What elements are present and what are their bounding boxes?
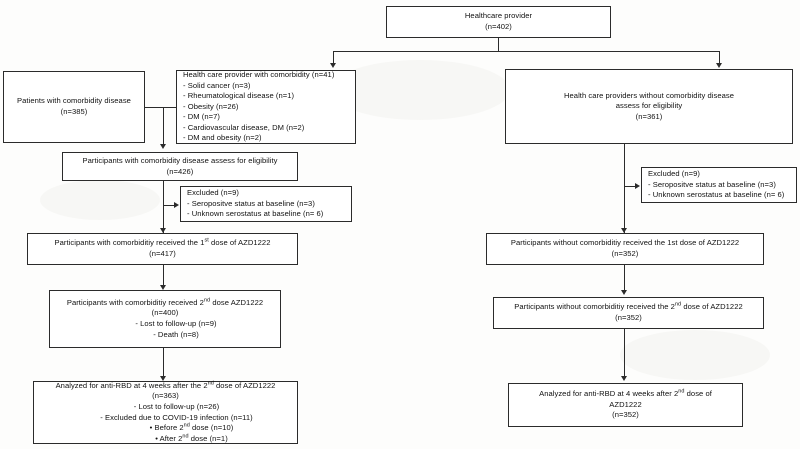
arrow-to-excluded-right [635, 182, 640, 189]
node-right-analyzed-count: (n=352) [612, 410, 639, 420]
connector-hcplist-to-stem [163, 107, 177, 108]
node-participants-eligibility-count: (n=426) [166, 166, 194, 176]
node-hcp-without-comorbidity-count: (n=361) [635, 111, 663, 121]
node-excluded-right-heading: Excluded (n=9) [648, 169, 700, 179]
node-hcp-with-comorbidity-item: - Cardiovascular disease, DM (n=2) [183, 122, 305, 132]
arrow-to-left-first-dose [159, 228, 166, 233]
node-right-first-dose-count: (n=352) [611, 249, 639, 258]
scan-artifact [330, 60, 510, 120]
node-right-second-dose-count: (n=352) [615, 313, 642, 322]
node-excluded-right-item: - Unknown serostatus at baseline (n= 6) [648, 190, 785, 200]
node-left-analyzed: Analyzed for anti-RBD at 4 weeks after t… [33, 380, 298, 444]
node-patients-with-comorbidity: Patients with comorbidity disease (n=385… [3, 71, 145, 143]
connector-left-excluded-branch [163, 205, 175, 206]
node-excluded-left-item: - Unknown serostatus at baseline (n= 6) [187, 209, 324, 219]
node-hcp-with-comorbidity-item: - DM and obesity (n=2) [183, 133, 262, 143]
node-healthcare-provider-line1: Healthcare provider [464, 11, 533, 21]
connector-top-right-drop [719, 51, 720, 65]
node-left-analyzed-line1: Analyzed for anti-RBD at 4 weeks after t… [55, 380, 276, 390]
node-hcp-with-comorbidity-item: - Obesity (n=26) [183, 101, 239, 111]
node-right-first-dose-line1: Participants without comorbiditiy receiv… [510, 238, 740, 248]
node-left-analyzed-count: (n=363) [152, 391, 179, 401]
connector-top-stem [498, 38, 499, 51]
node-hcp-without-comorbidity-line2: assess for eligibility [615, 101, 683, 111]
arrow-to-hcp-without-comorbidity [715, 63, 722, 68]
node-excluded-right: Excluded (n=9) - Seropositve status at b… [641, 167, 797, 203]
node-patients-with-comorbidity-line1: Patients with comorbidity disease [17, 96, 131, 106]
node-right-analyzed-line2: AZD1222 [609, 399, 642, 409]
scan-artifact [40, 180, 160, 220]
node-right-second-dose: Participants without comorbiditiy receiv… [493, 297, 764, 329]
node-excluded-left-heading: Excluded (n=9) [187, 188, 239, 198]
node-excluded-left-item: - Seropositve status at baseline (n=3) [187, 198, 315, 208]
connector-top-left-drop [333, 51, 334, 65]
node-left-analyzed-subitem: • After 2nd dose (n=1) [155, 433, 228, 443]
arrow-to-right-analyzed [620, 376, 627, 381]
connector-right-second-to-analyzed [624, 329, 625, 379]
node-hcp-with-comorbidity-item: - Solid cancer (n=3) [183, 80, 251, 90]
arrow-to-hcp-with-comorbidity [329, 63, 336, 68]
connector-right-top-stem [624, 144, 625, 233]
node-participants-comorbidity-eligibility: Participants with comorbidity disease as… [62, 152, 298, 181]
node-right-analyzed: Analyzed for anti-RBD at 4 weeks after 2… [508, 383, 743, 427]
node-left-first-dose-line1: Participants with comorbiditiy received … [54, 237, 271, 248]
node-left-second-dose-item: - Death (n=8) [153, 329, 199, 339]
scan-artifact [620, 330, 770, 380]
arrow-to-eligibility [159, 144, 166, 149]
node-left-analyzed-item: - Lost to follow-up (n=26) [133, 401, 220, 411]
node-excluded-right-item: - Seropositve status at baseline (n=3) [648, 179, 776, 189]
arrow-to-left-analyzed [159, 376, 166, 381]
node-left-second-dose-count: (n=400) [151, 308, 179, 318]
connector-merge-stem [163, 107, 164, 145]
connector-top-split [333, 51, 719, 52]
node-left-second-dose-item: - Lost to follow-up (n=9) [135, 319, 217, 328]
connector-right-excluded-branch [624, 186, 636, 187]
arrow-to-right-first-dose [620, 228, 627, 233]
arrow-to-left-second-dose [159, 285, 166, 290]
node-left-analyzed-subitem: • Before 2nd dose (n=10) [149, 422, 234, 433]
node-healthcare-provider-count: (n=402) [485, 22, 512, 31]
connector-left-second-to-analyzed [163, 348, 164, 379]
arrow-to-right-second-dose [620, 290, 627, 295]
arrow-to-excluded-left [174, 201, 179, 208]
node-healthcare-provider: Healthcare provider (n=402) [386, 6, 611, 38]
connector-left-first-to-second [163, 265, 164, 288]
node-right-second-dose-line1: Participants without comorbiditiy receiv… [514, 301, 743, 312]
node-hcp-with-comorbidity-item: - DM (n=7) [183, 112, 220, 122]
node-right-analyzed-line1: Analyzed for anti-RBD at 4 weeks after 2… [539, 388, 712, 399]
connector-left-eligibility-stem [163, 181, 164, 233]
node-left-second-dose-line1: Participants with comorbiditiy received … [66, 297, 264, 307]
node-left-second-dose: Participants with comorbiditiy received … [49, 290, 281, 348]
node-hcp-with-comorbidity-item: - Rheumatological disease (n=1) [183, 91, 295, 101]
node-patients-with-comorbidity-count: (n=385) [60, 107, 88, 116]
node-right-first-dose: Participants without comorbiditiy receiv… [486, 233, 764, 265]
node-left-first-dose-count: (n=417) [149, 249, 176, 258]
connector-right-first-to-second [624, 265, 625, 293]
node-hcp-with-comorbidity: Health care provider with comorbidity (n… [176, 70, 356, 144]
connector-patients-to-stem [145, 107, 164, 108]
node-excluded-left: Excluded (n=9) - Seropositve status at b… [180, 186, 352, 222]
node-left-first-dose: Participants with comorbiditiy received … [27, 233, 298, 265]
node-hcp-without-comorbidity: Health care providers without comorbidit… [505, 69, 793, 144]
node-hcp-without-comorbidity-line1: Health care providers without comorbidit… [563, 90, 734, 100]
node-left-analyzed-item: - Excluded due to COVID-19 infection (n=… [100, 412, 253, 422]
node-hcp-with-comorbidity-heading: Health care provider with comorbidity (n… [183, 69, 335, 79]
node-participants-eligibility-line1: Participants with comorbidity disease as… [82, 155, 278, 165]
